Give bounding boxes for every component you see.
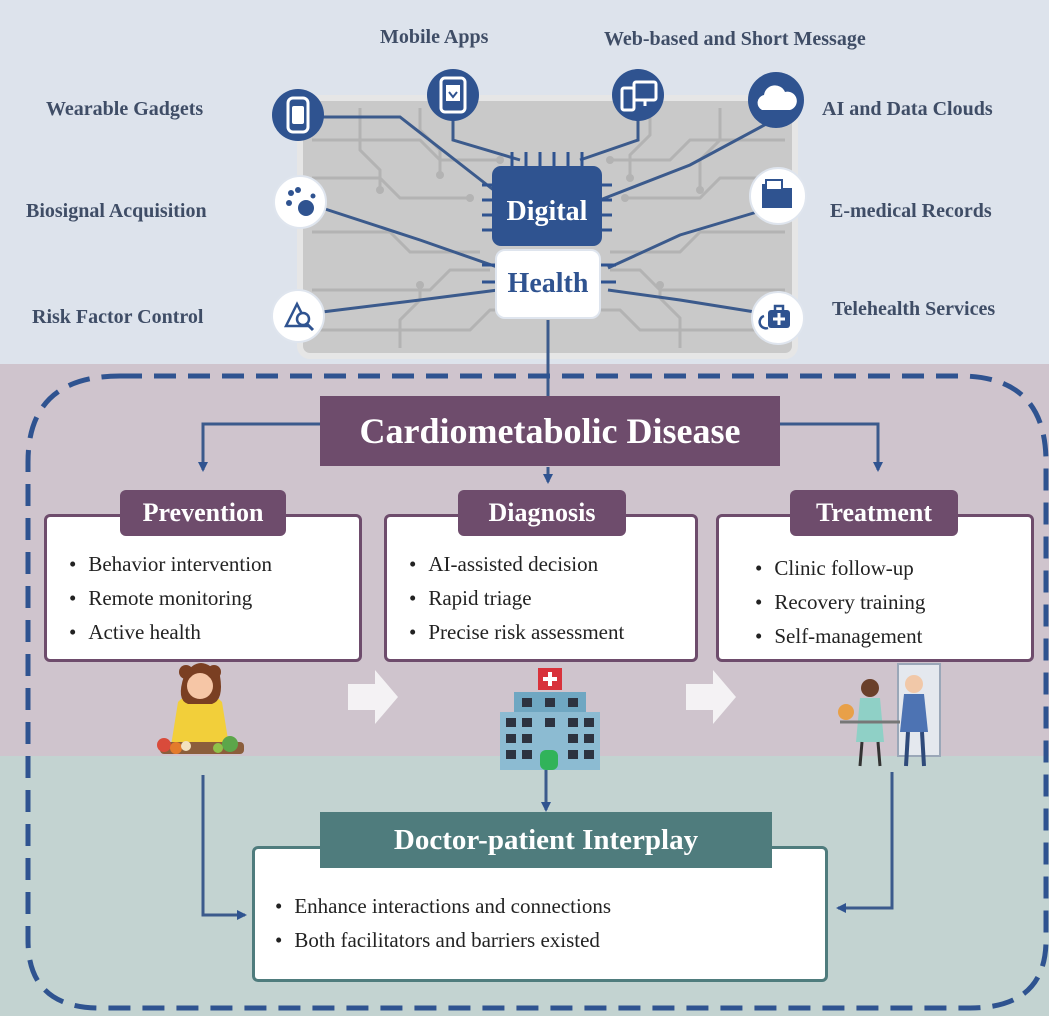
interplay-item: Both facilitators and barriers existed	[275, 923, 611, 957]
treatment-item: Recovery training	[755, 585, 925, 619]
dashed-boundary	[25, 373, 1049, 1011]
treatment-card: Clinic follow-up Recovery training Self-…	[716, 514, 1034, 662]
risk-search-icon	[271, 289, 325, 343]
transition-arrow	[686, 670, 736, 724]
prevention-item: Remote monitoring	[69, 581, 272, 615]
hub-title-health: Health	[507, 268, 589, 299]
transition-arrow	[348, 670, 398, 724]
telehealth-icon	[751, 291, 805, 345]
tool-label-mobile: Mobile Apps	[380, 26, 489, 48]
tool-label-emr: E-medical Records	[830, 200, 992, 222]
diagnosis-card: AI-assisted decision Rapid triage Precis…	[384, 514, 698, 662]
tool-label-web: Web-based and Short Message	[604, 28, 866, 50]
diagnosis-item: Rapid triage	[409, 581, 624, 615]
disease-title: Cardiometabolic Disease	[320, 396, 780, 466]
tool-label-biosignal: Biosignal Acquisition	[26, 200, 207, 222]
mobile-app-icon	[427, 69, 479, 121]
prevention-title: Prevention	[120, 490, 286, 536]
rehabilitation-illustration	[838, 663, 941, 767]
interplay-card: Enhance interactions and connections Bot…	[252, 846, 828, 982]
diagnosis-title: Diagnosis	[458, 490, 626, 536]
tool-connectors	[320, 115, 771, 407]
devices-icon	[612, 69, 664, 121]
digital-chip	[482, 152, 616, 319]
hospital-building-illustration	[500, 668, 600, 770]
interplay-item: Enhance interactions and connections	[275, 889, 611, 923]
medical-records-icon	[749, 167, 807, 225]
tool-label-risk: Risk Factor Control	[32, 306, 204, 328]
tool-label-telehealth: Telehealth Services	[832, 298, 996, 320]
interplay-title: Doctor-patient Interplay	[320, 812, 772, 868]
prevention-item: Active health	[69, 615, 272, 649]
cloud-icon	[748, 72, 804, 128]
flow-arrows	[198, 422, 894, 920]
diagnosis-item: Precise risk assessment	[409, 615, 624, 649]
tool-label-ai: AI and Data Clouds	[822, 98, 993, 120]
prevention-card: Behavior intervention Remote monitoring …	[44, 514, 362, 662]
treatment-item: Clinic follow-up	[755, 551, 925, 585]
prevention-item: Behavior intervention	[69, 547, 272, 581]
hub-title-digital: Digital	[506, 196, 588, 227]
treatment-item: Self-management	[755, 619, 925, 653]
diagnosis-item: AI-assisted decision	[409, 547, 624, 581]
smartwatch-icon	[272, 89, 324, 141]
biosignal-icon	[273, 175, 327, 229]
tool-label-wearable: Wearable Gadgets	[46, 98, 204, 120]
treatment-title: Treatment	[790, 490, 958, 536]
woman-eating-healthy-illustration	[157, 663, 244, 754]
